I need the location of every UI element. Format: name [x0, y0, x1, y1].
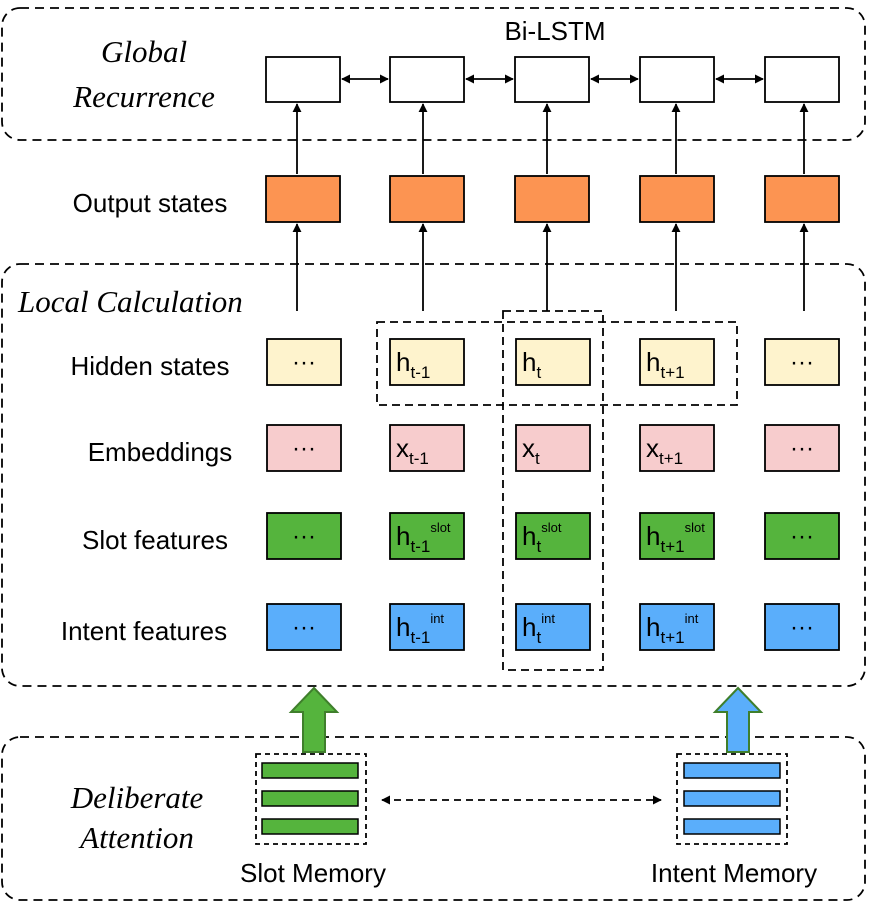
- slot-memory-slot: [261, 790, 359, 807]
- intent-memory-frame: [676, 753, 788, 845]
- hidden-cell-label: ht: [522, 347, 541, 382]
- embed-cell: [389, 424, 465, 472]
- intent-cell: [515, 603, 591, 651]
- row-label-hidden: Hidden states: [71, 351, 230, 381]
- intent-memory-label: Intent Memory: [651, 858, 817, 888]
- intent-cell-label: ···: [292, 614, 316, 641]
- row-label-slot: Slot features: [82, 525, 228, 555]
- row-label-intent: Intent features: [61, 616, 227, 646]
- slot-cell: [515, 512, 591, 560]
- output-states: [265, 175, 840, 223]
- hidden-cell-label: ···: [292, 349, 316, 376]
- slot-cell-label: htslot: [522, 520, 562, 556]
- output-state-cell: [764, 175, 840, 223]
- hidden-cell-label: ht+1: [646, 347, 685, 382]
- deliberate-attention-region: [1, 736, 866, 901]
- slot-cell-label: ht-1slot: [396, 520, 451, 556]
- local-calculation-region: [1, 263, 866, 687]
- slot-cell: [266, 512, 342, 560]
- output-state-cell: [514, 175, 590, 223]
- intent-cell: [266, 603, 342, 651]
- bilstm-label: Bi-LSTM: [504, 16, 605, 46]
- intent-cell: [764, 603, 840, 651]
- slot-cell: [389, 512, 465, 560]
- embed-cell-label: xt: [522, 433, 540, 468]
- intent-cell-label: ···: [790, 614, 814, 641]
- output-state-cell: [639, 175, 715, 223]
- slot-memory-slot: [261, 818, 359, 835]
- bilstm-cell: [514, 56, 590, 103]
- hidden-cell: [389, 338, 465, 386]
- output-state-cell: [265, 175, 341, 223]
- hidden-cell-label: ht-1: [396, 347, 430, 382]
- intent-memory-slot: [683, 818, 781, 835]
- slot-memory: [255, 753, 367, 845]
- hidden-cell: [764, 338, 840, 386]
- slot-cell: [639, 512, 715, 560]
- row-label-embed: Embeddings: [88, 437, 233, 467]
- bilstm-cell: [764, 56, 840, 103]
- slot-memory-frame: [255, 753, 367, 845]
- bilstm-cell: [265, 56, 341, 103]
- slot-cell-label: ···: [292, 523, 316, 550]
- intent-memory-slot: [683, 790, 781, 807]
- slot-memory-slot: [261, 762, 359, 779]
- embed-cell-label: xt-1: [396, 433, 429, 468]
- global-label-line1: Global: [101, 34, 187, 69]
- local-label: Local Calculation: [17, 284, 243, 319]
- embed-cell: [764, 424, 840, 472]
- embed-cell-label: ···: [790, 435, 814, 462]
- intent-cell-label: ht-1int: [396, 611, 444, 647]
- row-label-output: Output states: [73, 188, 228, 218]
- hidden-cell-label: ···: [790, 349, 814, 376]
- intent-memory-slot: [683, 762, 781, 779]
- feature-cell-grid: ··· ht-1 ht ht+1 ··· ··· xt-1 xt xt+1 ··· ··· ht-1s…: [266, 338, 840, 651]
- output-to-bilstm-arrows: [292, 103, 809, 174]
- embed-cell: [639, 424, 715, 472]
- deliberate-label-line1: Deliberate: [70, 780, 204, 815]
- bilstm-cell: [639, 56, 715, 103]
- intent-cell: [389, 603, 465, 651]
- slot-cell-label: ht+1slot: [646, 520, 705, 556]
- hidden-cell: [515, 338, 591, 386]
- current-step-box: [502, 310, 604, 671]
- slot-cell-label: ···: [790, 523, 814, 550]
- intent-memory-up-arrow: [712, 686, 764, 753]
- output-state-cell: [389, 175, 465, 223]
- global-recurrence-region: [1, 7, 866, 141]
- bilstm-cell: [389, 56, 465, 103]
- deliberate-label-line2: Attention: [78, 820, 194, 855]
- hidden-cell: [266, 338, 342, 386]
- embed-cell-label: xt+1: [646, 433, 683, 468]
- embed-cell: [266, 424, 342, 472]
- hidden-cell: [639, 338, 715, 386]
- bilstm-cells: [265, 56, 840, 103]
- slot-cell: [764, 512, 840, 560]
- intent-memory: [676, 753, 788, 845]
- embed-cell: [515, 424, 591, 472]
- slot-memory-label: Slot Memory: [240, 858, 386, 888]
- local-to-output-arrows: [292, 223, 809, 311]
- global-label-line2: Recurrence: [72, 79, 215, 114]
- embed-cell-label: ···: [292, 435, 316, 462]
- intent-cell-label: ht+1int: [646, 611, 699, 647]
- intent-cell-label: htint: [522, 611, 555, 647]
- intent-cell: [639, 603, 715, 651]
- slot-memory-up-arrow: [288, 686, 340, 753]
